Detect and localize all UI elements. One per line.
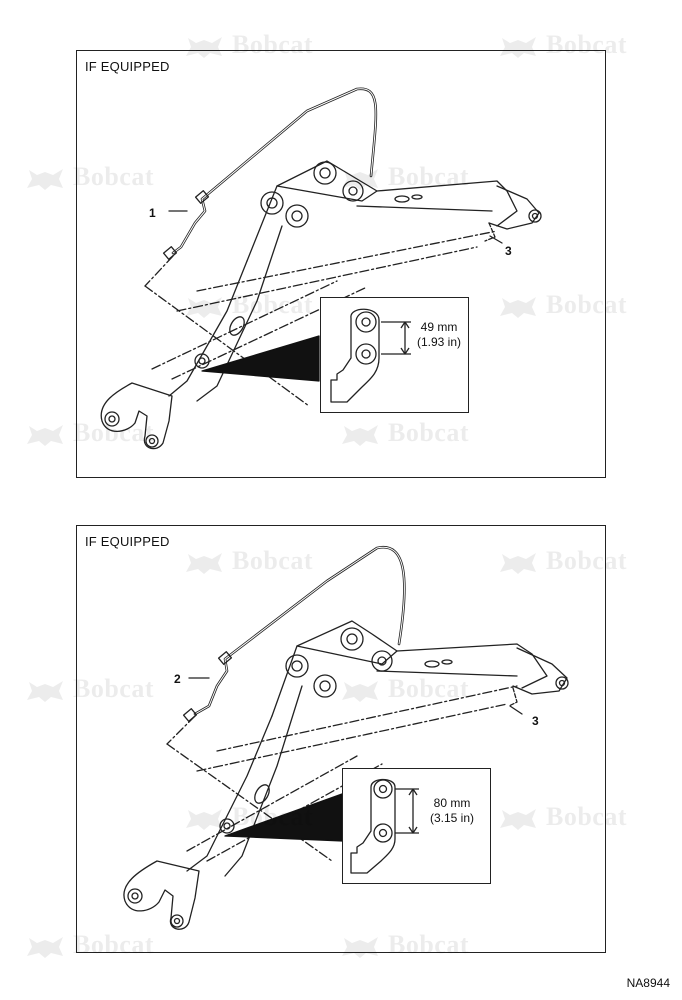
- bobcat-logo-icon: [25, 934, 67, 960]
- callout-hose-number: 2: [174, 672, 181, 686]
- detail-inset-1: 49 mm (1.93 in): [320, 297, 469, 413]
- dimension-metric: 80 mm: [433, 796, 471, 810]
- callout-arm-end-number: 3: [505, 244, 512, 258]
- arm-drawing-2: [123, 545, 569, 930]
- illustration-panel-1: IF EQUIPPED 1 3 49 mm (1.93 in): [76, 50, 606, 478]
- bobcat-logo-icon: [25, 166, 67, 192]
- arm-drawing-1: [100, 87, 542, 450]
- bobcat-logo-icon: [25, 422, 67, 448]
- callout-hose-number: 1: [149, 206, 156, 220]
- figure-id: NA8944: [626, 976, 670, 990]
- bracket-detail-drawing: [350, 778, 419, 874]
- dimension-imperial: (3.15 in): [429, 811, 475, 825]
- panel-title-if-equipped: IF EQUIPPED: [85, 59, 170, 74]
- callout-arm-end-number: 3: [532, 714, 539, 728]
- detail-inset-2: 80 mm (3.15 in): [342, 768, 491, 884]
- illustration-panel-2: IF EQUIPPED 2 3 80 mm (3.15 in): [76, 525, 606, 953]
- panel-title-if-equipped: IF EQUIPPED: [85, 534, 170, 549]
- bobcat-logo-icon: [25, 678, 67, 704]
- dimension-imperial: (1.93 in): [416, 335, 462, 349]
- bracket-detail-drawing: [330, 308, 411, 403]
- dimension-metric: 49 mm: [420, 320, 458, 334]
